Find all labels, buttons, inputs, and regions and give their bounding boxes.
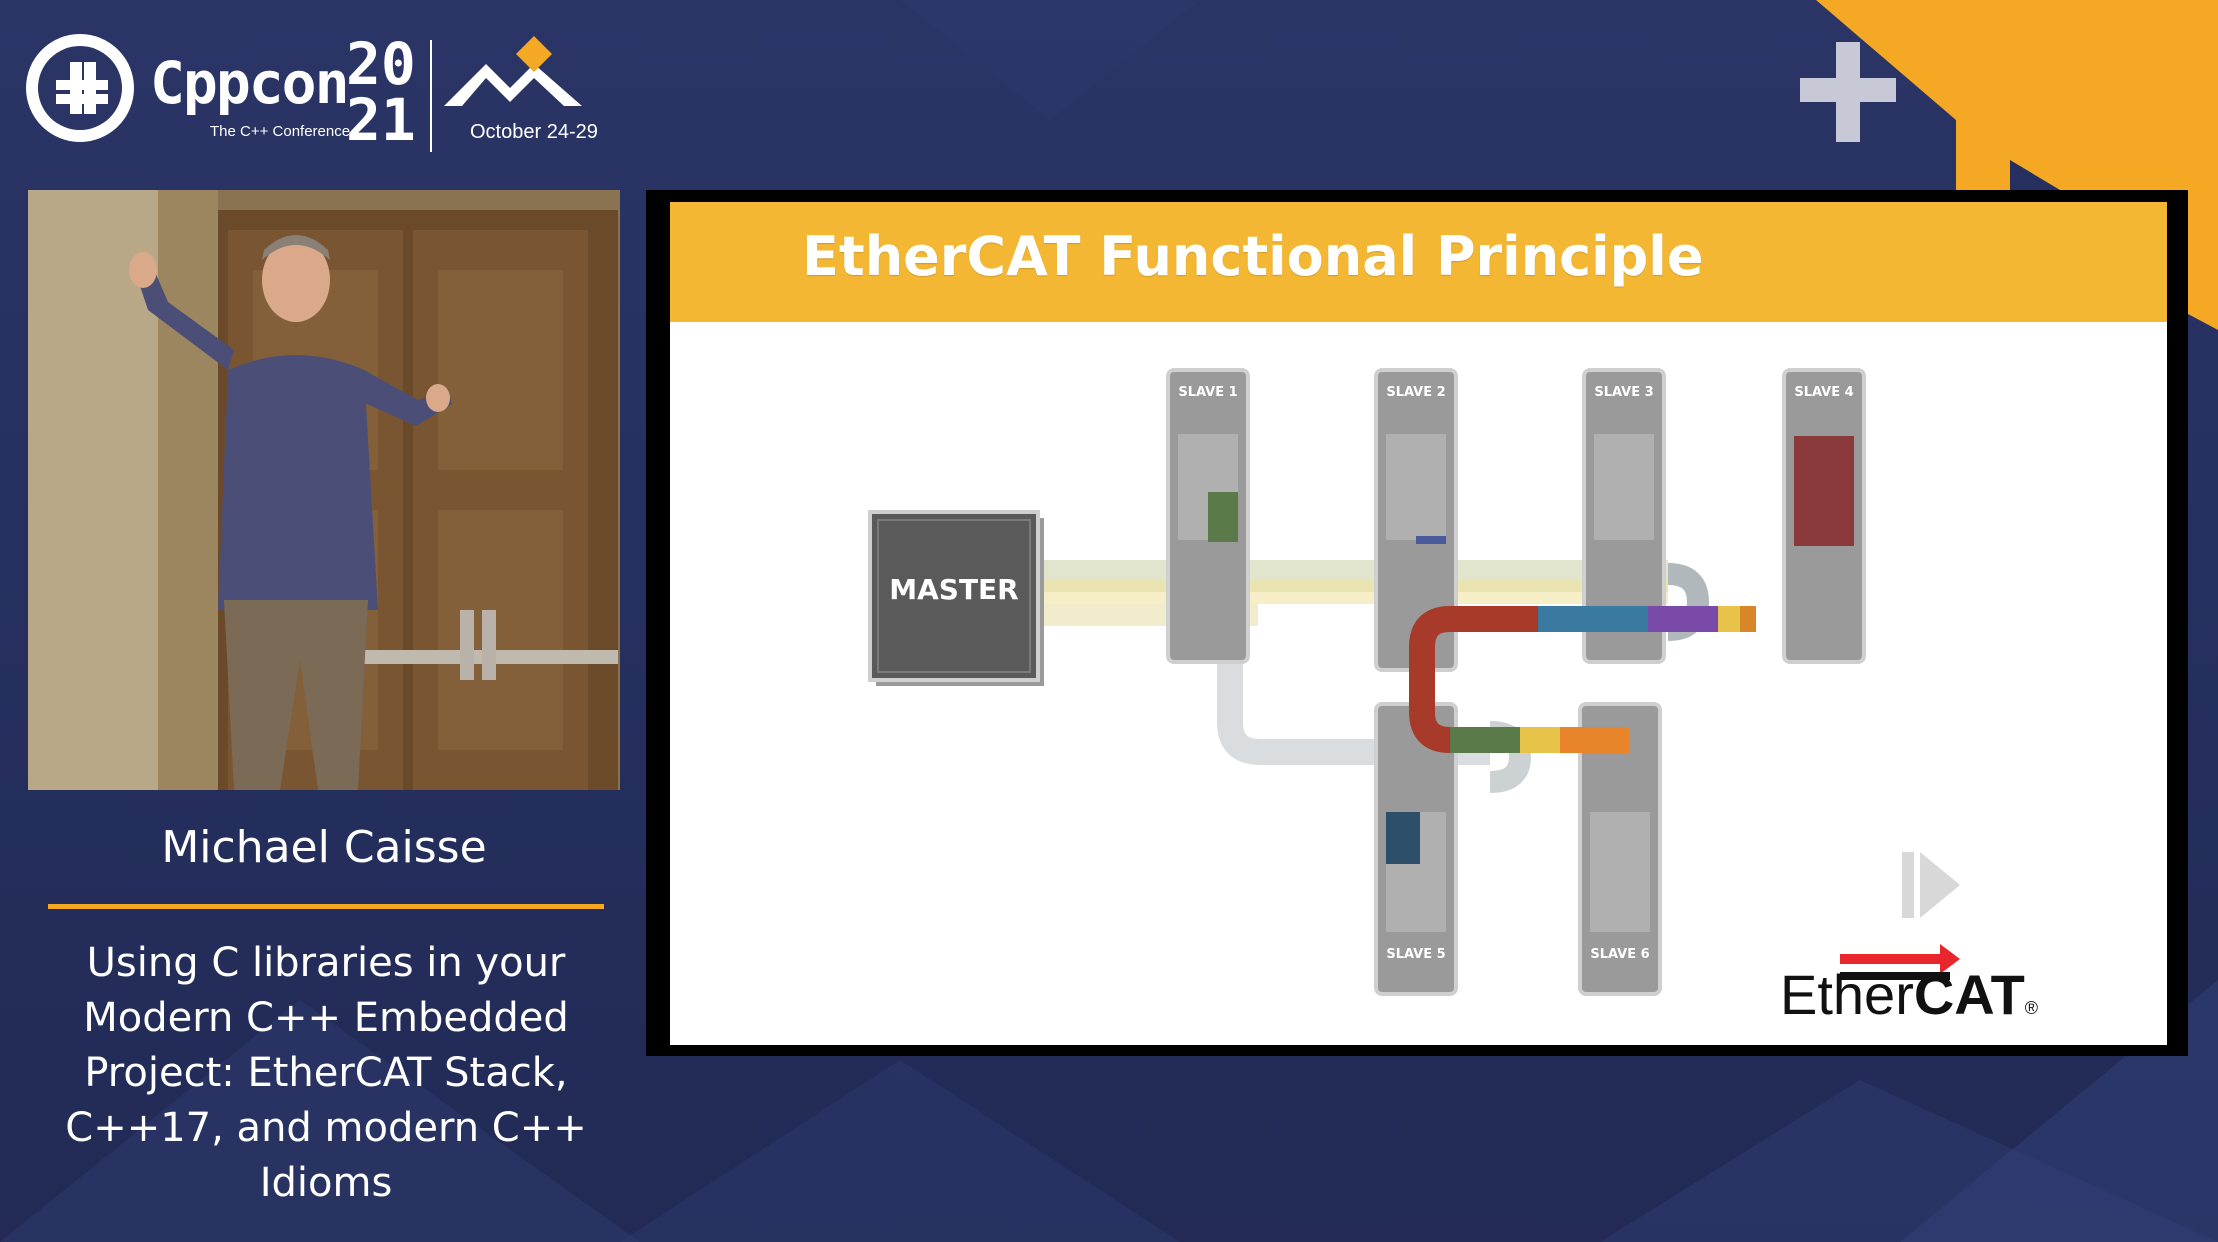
year-top: 20 bbox=[346, 30, 416, 98]
slave-1 bbox=[1166, 368, 1250, 664]
slave-label-2: SLAVE 2 bbox=[1386, 385, 1446, 400]
ethercat-logo-suffix: CAT bbox=[1913, 963, 2025, 1026]
brand-name: Cppcon bbox=[150, 49, 350, 117]
master-node bbox=[868, 510, 1044, 686]
data-frame bbox=[1409, 606, 1756, 753]
ethercat-logo-registered: ® bbox=[2024, 998, 2039, 1018]
mountains-icon bbox=[444, 36, 582, 106]
cppcon-logo-icon bbox=[26, 34, 134, 142]
slave-3 bbox=[1582, 368, 1666, 664]
slave-label-4: SLAVE 4 bbox=[1794, 385, 1854, 400]
conference-year: 20 21 bbox=[346, 30, 426, 154]
header-divider bbox=[430, 40, 432, 152]
ethercat-logo-mark bbox=[1840, 944, 1960, 980]
year-bottom: 21 bbox=[346, 86, 416, 154]
name-divider bbox=[48, 904, 604, 909]
play-icon[interactable] bbox=[1902, 852, 1960, 918]
speaker-video bbox=[28, 190, 620, 790]
slave-6 bbox=[1578, 702, 1662, 996]
talk-title: Using C libraries in your Modern C++ Emb… bbox=[65, 940, 587, 1206]
brand-tagline: The C++ Conference bbox=[210, 123, 351, 140]
slave-5 bbox=[1374, 702, 1458, 996]
conference-dates: October 24-29 bbox=[470, 121, 598, 143]
ethercat-logo: EtherCAT® bbox=[1780, 967, 2038, 1023]
slide-header bbox=[670, 202, 2167, 322]
slide: EtherCAT Functional Principle bbox=[670, 202, 2167, 1045]
slave-label-3: SLAVE 3 bbox=[1594, 385, 1654, 400]
slave-label-1: SLAVE 1 bbox=[1178, 385, 1238, 400]
slave-4 bbox=[1782, 368, 1866, 664]
slide-title: EtherCAT Functional Principle bbox=[802, 225, 1704, 288]
slave-label-5: SLAVE 5 bbox=[1386, 947, 1446, 962]
ethercat-diagram bbox=[868, 368, 1960, 996]
master-label: MASTER bbox=[889, 573, 1019, 606]
slave-label-6: SLAVE 6 bbox=[1590, 947, 1650, 962]
slave-2 bbox=[1374, 368, 1458, 672]
speaker-video-frame bbox=[28, 190, 620, 790]
ethercat-logo-prefix: Ether bbox=[1780, 963, 1914, 1026]
speaker-name: Michael Caisse bbox=[161, 822, 487, 873]
plus-icon bbox=[1800, 42, 1896, 142]
